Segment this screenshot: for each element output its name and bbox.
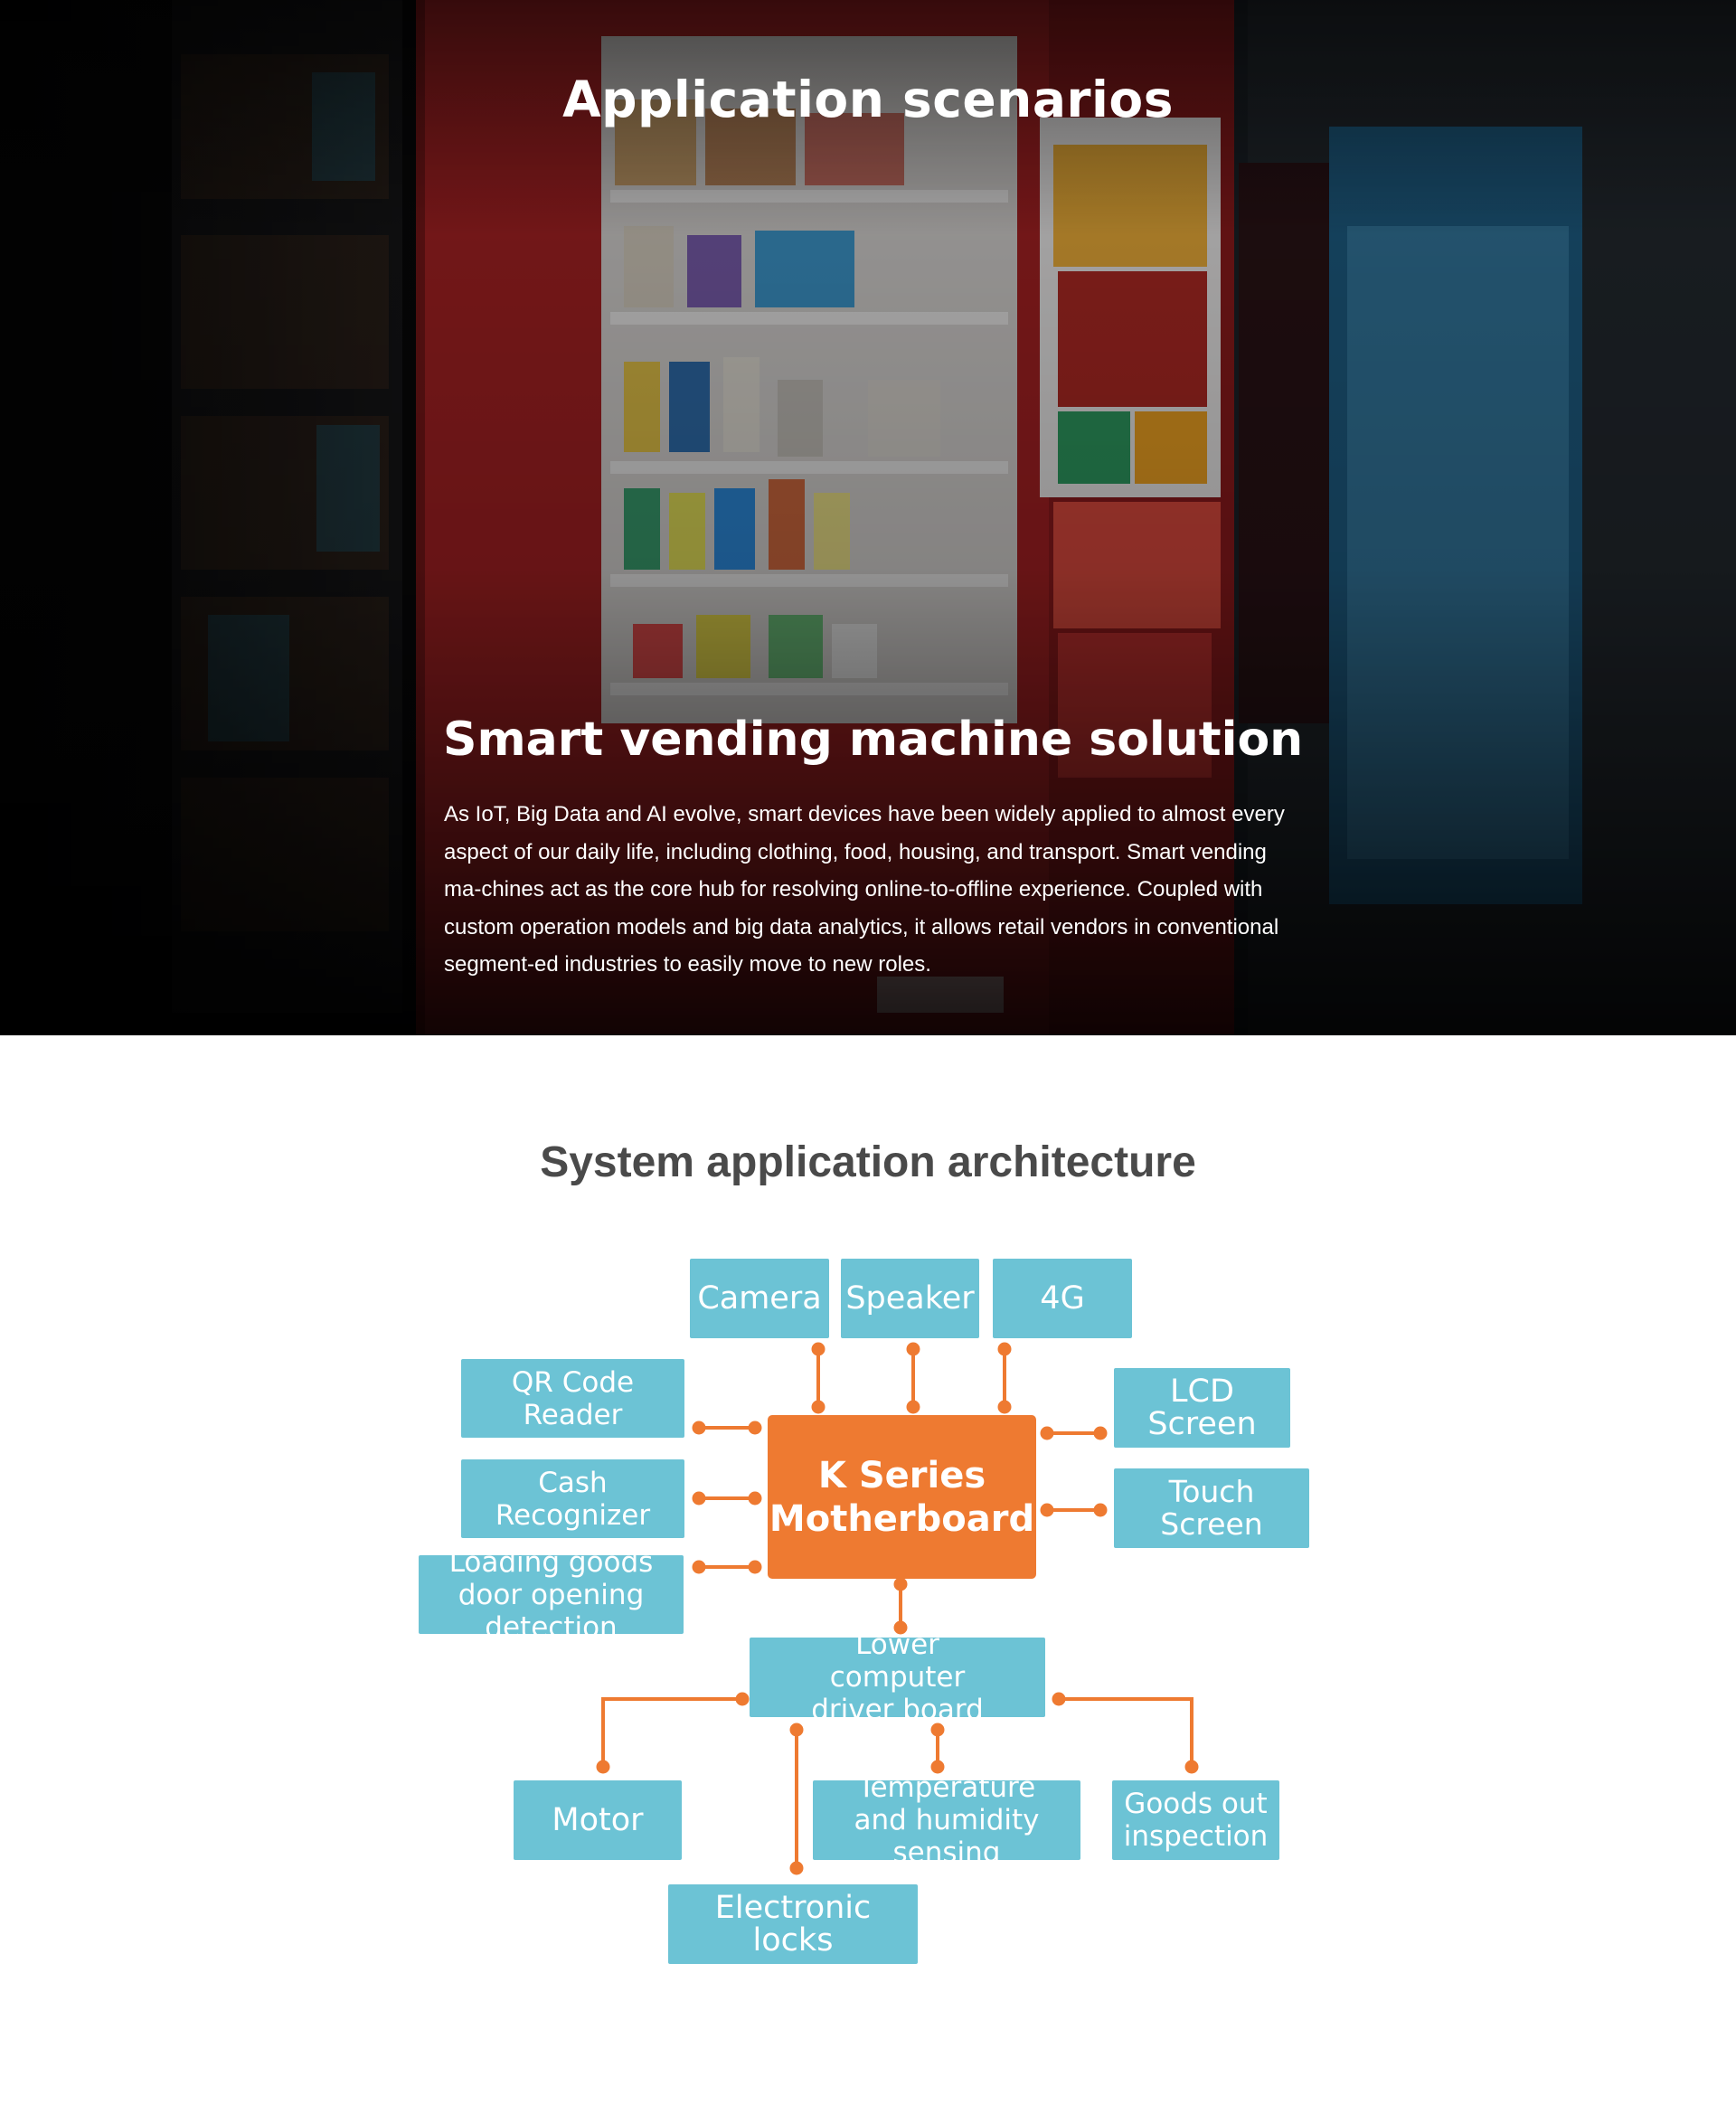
temperature-humidity-node: Temperature and humidity sensing bbox=[813, 1771, 1080, 1869]
lcd-screen-node: LCD Screen bbox=[1114, 1368, 1290, 1448]
architecture-heading: System application architecture bbox=[540, 1138, 1196, 1186]
qr-code-reader-node: QR Code Reader bbox=[461, 1359, 684, 1438]
solution-description: As IoT, Big Data and AI evolve, smart de… bbox=[444, 802, 1285, 977]
application-scenarios-heading: Application scenarios bbox=[562, 71, 1174, 128]
k-series-motherboard-node: K Series Motherboard bbox=[768, 1415, 1036, 1579]
touch-screen-node: Touch Screen bbox=[1114, 1468, 1309, 1548]
solution-heading: Smart vending machine solution bbox=[443, 713, 1304, 767]
camera-node: Camera bbox=[690, 1259, 829, 1338]
loading-door-detection-node: Loading goods door opening detection bbox=[419, 1546, 684, 1644]
goods-out-inspection-node: Goods out inspection bbox=[1112, 1780, 1279, 1860]
4g-node: 4G bbox=[993, 1259, 1132, 1338]
speaker-node: Speaker bbox=[841, 1259, 979, 1338]
hero-banner: Application scenarios Smart vending mach… bbox=[0, 0, 1736, 1035]
motor-node: Motor bbox=[514, 1780, 682, 1860]
connector-goods bbox=[1059, 1697, 1194, 1767]
vending-machine-photo bbox=[0, 0, 1736, 1035]
connector-motor bbox=[601, 1697, 742, 1767]
electronic-locks-node: Electronic locks bbox=[668, 1884, 918, 1964]
lower-computer-driver-board-node: Lower computer driver board bbox=[750, 1628, 1045, 1726]
cash-recognizer-node: Cash Recognizer bbox=[461, 1459, 684, 1538]
